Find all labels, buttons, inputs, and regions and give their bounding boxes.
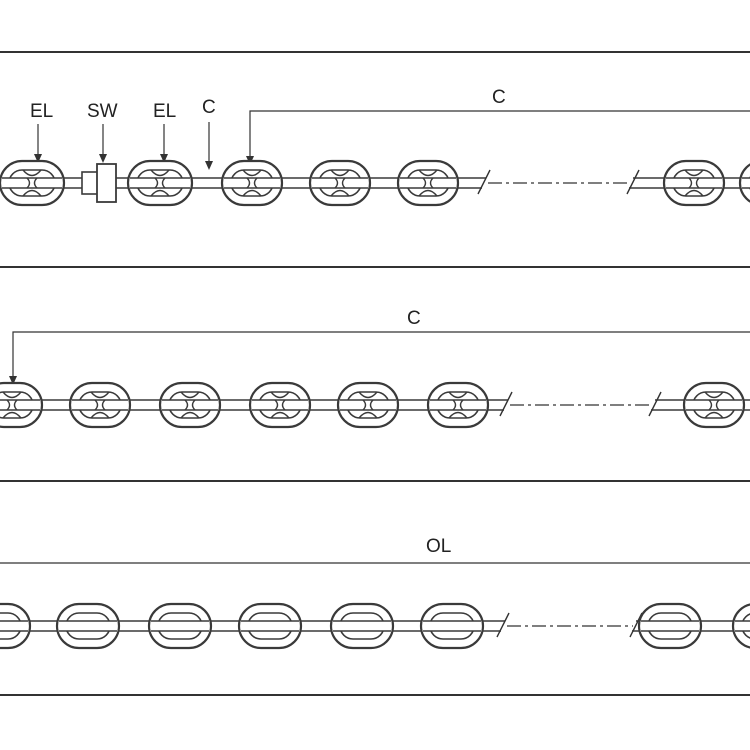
chain-link-p1-6 — [662, 159, 726, 207]
chain-link-p3-6 — [419, 602, 485, 650]
break-mark-2a — [499, 391, 513, 417]
arrowhead-end-link-1 — [34, 154, 42, 163]
chain-link-p2-6 — [426, 381, 490, 429]
links-panel-1 — [0, 159, 750, 207]
chain-link-p3-5 — [329, 602, 395, 650]
label-end-link-1: EL — [30, 101, 53, 122]
panel-1: EL SW EL C C — [0, 87, 750, 207]
break-mark-3a — [496, 612, 510, 638]
chain-link-p1-1 — [0, 159, 66, 207]
arrowhead-c-2 — [9, 376, 17, 385]
label-common-link: C — [202, 97, 216, 118]
arrowhead-end-link-2 — [160, 154, 168, 163]
chain-link-p3-2 — [55, 602, 121, 650]
chain-link-p3-4 — [237, 602, 303, 650]
chain-link-p2-3 — [158, 381, 222, 429]
label-swivel: SW — [87, 101, 118, 122]
chain-link-p2-5 — [336, 381, 400, 429]
label-length-ol: OL — [426, 536, 451, 557]
chain-link-p3-7 — [637, 602, 703, 650]
break-mark-1a — [477, 169, 491, 195]
arrowhead-swivel — [99, 154, 107, 163]
chain-link-p1-4 — [308, 159, 372, 207]
label-end-link-2: EL — [153, 101, 176, 122]
links-panel-3 — [0, 602, 750, 650]
chain-link-p3-8 — [731, 603, 750, 649]
chain-link-p2-1 — [0, 381, 44, 429]
chain-link-p2-4 — [248, 381, 312, 429]
chain-link-p1-7 — [738, 163, 750, 203]
chain-link-p3-3 — [147, 602, 213, 650]
links-panel-2 — [0, 381, 746, 429]
panel-3: OL — [0, 536, 750, 650]
swivel-body — [81, 171, 99, 195]
chain-link-p1-5 — [396, 159, 460, 207]
label-length-c-1: C — [492, 87, 506, 108]
label-length-c-2: C — [407, 308, 421, 329]
chain-link-p2-7 — [682, 381, 746, 429]
dimension-line-c-1 — [249, 110, 750, 158]
swivel-head — [96, 163, 117, 203]
panel-2: C — [0, 308, 750, 429]
chain-link-p1-2 — [126, 159, 194, 207]
arrowhead-common-link — [205, 161, 213, 170]
chain-link-p1-3 — [220, 159, 284, 207]
break-mark-2b — [648, 391, 662, 417]
break-mark-1b — [626, 169, 640, 195]
chain-link-p2-2 — [68, 381, 132, 429]
chain-link-p3-1 — [0, 602, 32, 650]
dimension-line-c-2 — [12, 331, 750, 378]
